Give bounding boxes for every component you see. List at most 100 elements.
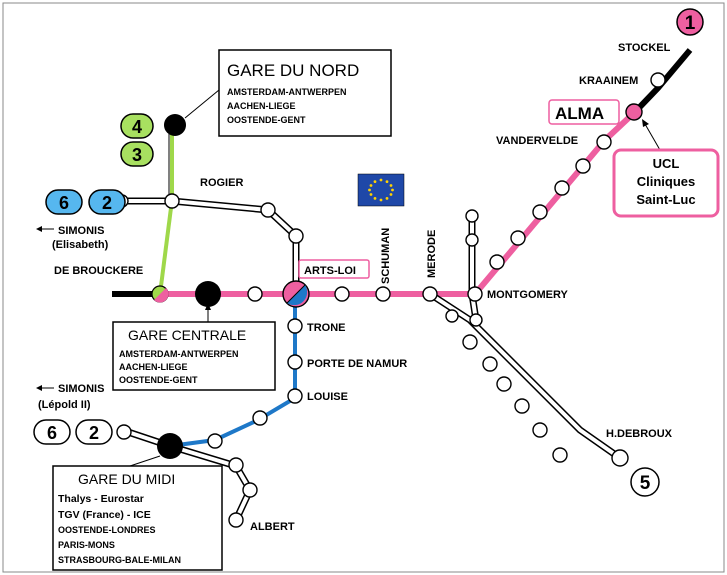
station-pink-c[interactable] [532,204,548,220]
label-louise: LOUISE [307,391,348,403]
station-madou[interactable] [288,228,304,244]
badge-line-1-text: 1 [685,13,696,34]
gare-centrale-box: GARE CENTRALE AMSTERDAM-ANTWERPEN AACHEN… [112,303,276,391]
station-porte-de-hal[interactable] [207,433,223,449]
label-simonis-leopold: SIMONIS [58,383,104,395]
badge-line-2-top-text: 2 [102,193,112,213]
gare-du-midi-line-2: TGV (France) - ICE [58,509,151,521]
station-de-brouckere[interactable] [151,285,169,303]
gare-centrale-line-2: AACHEN-LIEGE [119,362,188,372]
station-alma[interactable] [625,103,643,121]
gare-du-midi-title: GARE DU MIDI [78,471,175,487]
station-pink5-f[interactable] [532,422,548,438]
label-kraainem: KRAAINEM [579,75,638,87]
station-trone[interactable] [287,318,303,334]
station-pink5-e[interactable] [514,398,530,414]
gare-centrale-line-1: AMSTERDAM-ANTWERPEN [119,349,239,359]
label-simonis-elisabeth: SIMONIS [58,225,104,237]
label-trone: TRONE [307,322,346,334]
label-arts-loi: ARTS-LOI [304,265,356,277]
label-alma: ALMA [555,104,604,123]
green-track-south [158,199,174,295]
station-hdebroux[interactable] [611,449,629,467]
station-maalbeek[interactable] [334,286,350,302]
station-montgomery[interactable] [467,286,483,302]
eu-flag-icon [357,173,405,207]
station-parc[interactable] [247,286,263,302]
hub-gare-du-midi[interactable] [157,433,183,459]
station-pink-a[interactable] [575,158,591,174]
station-pink5-a[interactable] [445,309,459,323]
badge-line-4: 4 [120,113,154,139]
station-arts-loi[interactable] [282,280,310,308]
gare-centrale-title: GARE CENTRALE [128,327,246,343]
badge-line-5: 5 [630,467,660,497]
label-merode: MERODE [426,230,438,278]
badge-line-3-text: 3 [132,145,142,165]
station-clemenceau[interactable] [116,424,132,440]
gare-du-midi-line-5: STRASBOURG-BALE-MILAN [58,555,181,565]
badge-line-2-bottom: 2 [75,419,113,445]
label-rogier: ROGIER [200,177,243,189]
ucl-line-2: Cliniques [637,174,696,189]
label-hdebroux: H.DEBROUX [606,428,673,440]
station-stockel[interactable] [650,72,666,88]
badge-line-6-bottom: 6 [33,419,71,445]
station-pink-b[interactable] [554,180,570,196]
hub-gare-du-nord[interactable] [164,114,186,136]
station-pink5-c[interactable] [482,356,498,372]
label-vandervelde: VANDERVELDE [496,135,578,147]
label-schuman: SCHUMAN [380,228,392,284]
ucl-line-3: Saint-Luc [636,192,695,207]
station-horta[interactable] [242,482,258,498]
badge-line-6-top-text: 6 [59,193,69,213]
left-arrow-icon [36,385,54,391]
station-louise[interactable] [287,388,303,404]
black-stockel-end [632,48,693,115]
station-pink5-b[interactable] [462,334,478,350]
hub-gare-centrale[interactable] [195,281,221,307]
station-botanique[interactable] [260,202,276,218]
gare-du-nord-title: GARE DU NORD [227,61,359,80]
label-alma-box: ALMA [548,99,620,125]
station-porte-de-namur[interactable] [287,354,303,370]
badge-line-1: 1 [676,8,704,36]
station-joseph-therese[interactable] [469,313,483,327]
label-albert: ALBERT [250,521,295,533]
station-schuman[interactable] [375,286,391,302]
badge-line-5-text: 5 [640,473,651,494]
label-simonis-elisabeth-sub: (Elisabeth) [52,239,109,251]
label-de-brouckere: DE BROUCKERE [54,265,143,277]
station-pink-e[interactable] [489,254,505,270]
badge-line-6-top: 6 [45,189,83,215]
station-petillon[interactable] [465,233,479,247]
station-albert[interactable] [228,512,244,528]
station-hotel-des-monnaies[interactable] [252,410,268,426]
label-montgomery: MONTGOMERY [487,289,569,301]
gare-du-midi-line-3: OOSTENDE-LONDRES [58,525,156,535]
station-pink5-g[interactable] [552,447,568,463]
label-stockel: STOCKEL [618,42,671,54]
green-line-3-4 [158,126,174,295]
left-arrow-icon [36,226,54,232]
label-porte-de-namur: PORTE DE NAMUR [307,358,407,370]
gare-du-nord-line-2: AACHEN-LIEGE [227,101,296,111]
ucl-cliniques-box: UCL Cliniques Saint-Luc [612,119,720,218]
station-thieffry[interactable] [465,209,479,223]
station-vandervelde[interactable] [596,134,612,150]
badge-line-6-bottom-text: 6 [47,423,57,443]
ucl-line-1: UCL [653,156,680,171]
gare-du-nord-line-1: AMSTERDAM-ANTWERPEN [227,87,347,97]
gare-du-nord-line-3: OOSTENDE-GENT [227,115,306,125]
station-pink-d[interactable] [510,230,526,246]
station-merode[interactable] [422,286,438,302]
gare-du-midi-box: GARE DU MIDI Thalys - Eurostar TGV (Fran… [52,455,223,571]
label-arts-loi-box: ARTS-LOI [298,259,370,279]
station-pink5-d[interactable] [496,376,512,392]
badge-line-2-bottom-text: 2 [89,423,99,443]
station-rogier[interactable] [164,193,180,209]
station-lemonnier[interactable] [228,457,244,473]
badge-line-4-text: 4 [132,117,142,137]
